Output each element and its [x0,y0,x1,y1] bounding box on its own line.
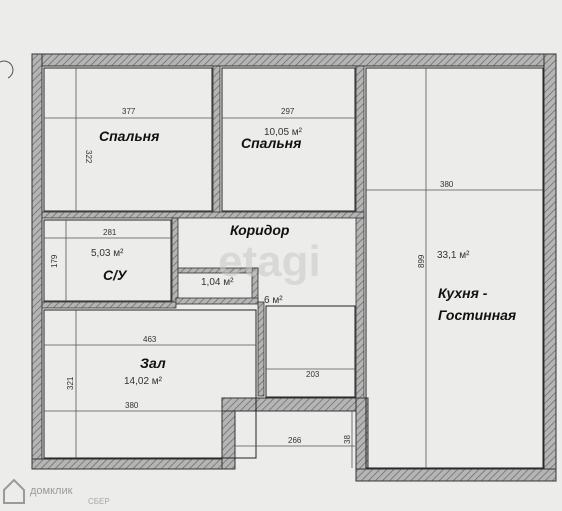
hall-width-top: 463 [143,335,157,344]
footer-sub: СБЕР [88,497,110,506]
passage-width: 266 [288,436,302,445]
corridor-bottom-width: 203 [306,370,320,379]
hall-label: Зал [140,355,166,371]
bedroom2-label: Спальня [241,135,301,151]
outer-walls [31,53,557,482]
passage-small-dim: 38 [343,435,352,444]
bathroom-width: 281 [103,228,117,237]
closet-area: 1,04 м² [201,277,234,288]
kitchen-height: 899 [417,254,426,268]
dimension-lines [44,68,543,468]
kitchen-label-line2: Гостинная [438,307,516,323]
room-outlines [43,67,544,469]
bedroom1-width: 377 [122,107,136,116]
corridor-label: Коридор [230,222,290,238]
bedroom2-width: 297 [281,107,295,116]
bedroom2-area: 10,05 м² [264,127,303,138]
bedroom1-height: 322 [84,150,93,164]
bathroom-height: 179 [50,254,59,268]
bathroom-label: С/У [103,267,128,283]
watermark-text: etagi [218,237,321,286]
hall-width-bottom: 380 [125,401,139,410]
bedroom1-label: Спальня [99,128,159,144]
interior-walls [41,65,365,399]
house-icon [3,478,25,504]
kitchen-width: 380 [440,180,454,189]
footer-brand: домклик [30,485,73,497]
kitchen-label-line1: Кухня - [438,285,488,301]
bathroom-area: 5,03 м² [91,248,124,259]
domclick-logo: домклик СБЕР [3,478,110,506]
hall-height: 321 [66,376,75,390]
hall-area: 14,02 м² [124,376,163,387]
kitchen-area: 33,1 м² [437,250,470,261]
corridor-area: 6 м² [264,295,283,306]
edge-arc [0,60,14,79]
